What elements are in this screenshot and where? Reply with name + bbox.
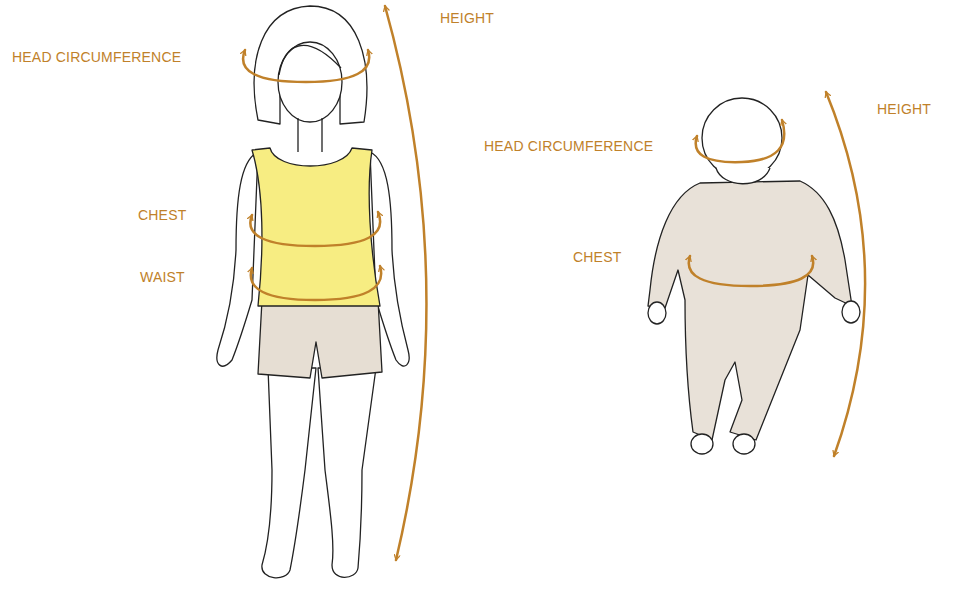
measure-label: HEIGHT xyxy=(440,10,494,26)
head-arrow xyxy=(696,120,785,162)
chest-arrow xyxy=(250,212,380,246)
chest-arrow xyxy=(689,256,813,286)
measure-label: CHEST xyxy=(573,249,621,265)
height-arrow xyxy=(826,92,865,456)
child-figure xyxy=(217,6,409,578)
height-arrow xyxy=(385,6,426,560)
measure-label: HEAD CIRCUMFERENCE xyxy=(484,138,653,154)
measure-label: HEIGHT xyxy=(877,101,931,117)
measure-label: CHEST xyxy=(138,207,186,223)
measure-arrows xyxy=(243,6,865,560)
measure-label: WAIST xyxy=(140,269,185,285)
measure-label: HEAD CIRCUMFERENCE xyxy=(12,49,181,65)
head-arrow xyxy=(243,50,369,82)
waist-arrow xyxy=(251,266,381,300)
baby-figure xyxy=(648,98,860,454)
